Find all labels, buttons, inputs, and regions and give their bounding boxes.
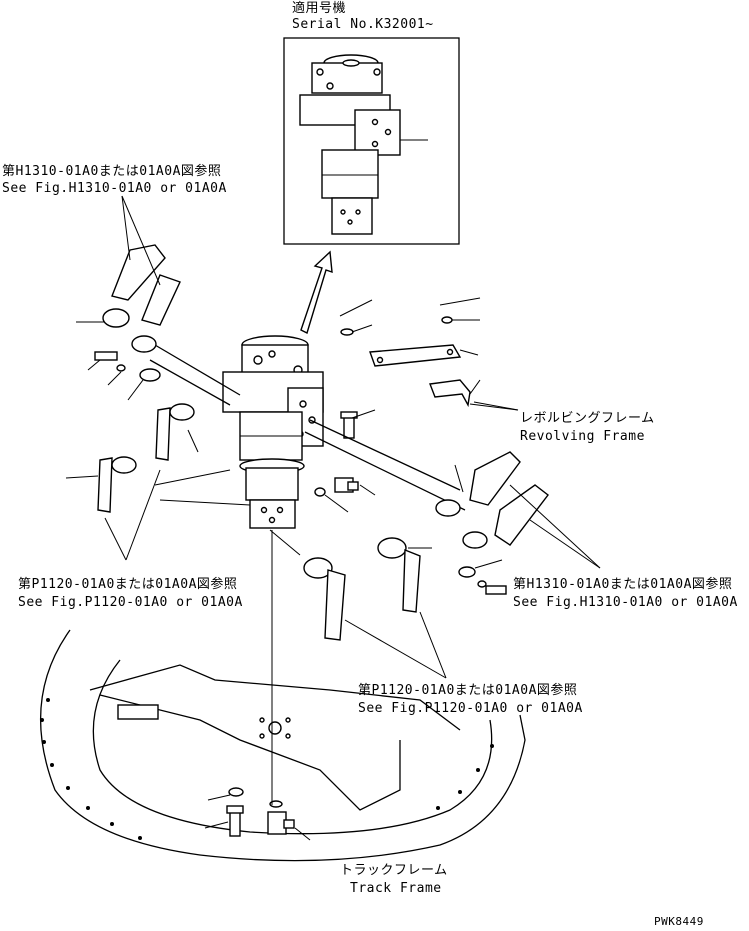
callout-track-frame-en: Track Frame xyxy=(350,881,442,896)
direction-arrow xyxy=(300,250,333,334)
bolt-top-left xyxy=(87,351,144,401)
main-pipes xyxy=(149,344,466,556)
hose-assembly-top-left xyxy=(76,244,181,382)
revolving-frame-plate xyxy=(369,297,519,411)
inset-title-jp: 適用号機 xyxy=(292,0,346,16)
callout-hose-top-left-en: See Fig.H1310-01A0 or 01A0A xyxy=(2,181,227,196)
bottom-fittings xyxy=(204,787,311,841)
leader-lines xyxy=(104,195,601,679)
drawing-code: PWK8449 xyxy=(654,915,704,928)
callout-revolving-frame-en: Revolving Frame xyxy=(520,429,645,444)
callout-pipe-left-jp: 第P1120-01A0または01A0A図参照 xyxy=(18,576,237,592)
elbow-fitting xyxy=(314,477,376,513)
pipe-assembly-center xyxy=(303,537,432,641)
callout-pipe-left-en: See Fig.P1120-01A0 or 01A0A xyxy=(18,595,243,610)
inset-swivel-joint xyxy=(299,54,428,235)
serial-inset: 適用号機 Serial No.K32001~ xyxy=(283,0,460,245)
center-swivel-joint xyxy=(222,335,324,529)
callout-hose-top-left-jp: 第H1310-01A0または01A0A図参照 xyxy=(2,163,221,179)
callout-hose-right-jp: 第H1310-01A0または01A0A図参照 xyxy=(513,576,732,592)
bolt-right xyxy=(458,559,507,595)
pipe-assembly-left xyxy=(65,403,199,513)
callout-hose-right-en: See Fig.H1310-01A0 or 01A0A xyxy=(513,595,738,610)
callout-track-frame-jp: トラックフレーム xyxy=(340,863,448,878)
hose-assembly-right xyxy=(435,451,549,549)
callout-pipe-center-en: See Fig.P1120-01A0 or 01A0A xyxy=(358,701,583,716)
inset-title-en: Serial No.K32001~ xyxy=(292,17,434,32)
callout-pipe-center-jp: 第P1120-01A0または01A0A図参照 xyxy=(358,682,577,698)
callout-revolving-frame-jp: レボルビングフレーム xyxy=(520,411,655,426)
bolt-and-washer xyxy=(339,299,376,439)
